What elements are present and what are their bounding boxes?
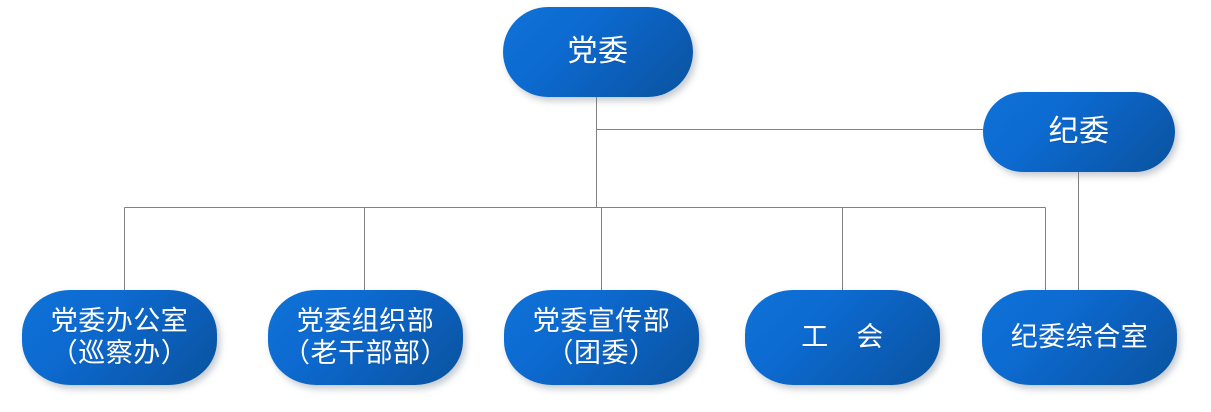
node-label-line2: （巡察办） bbox=[50, 337, 189, 368]
node-label-line1: 党委组织部 bbox=[296, 306, 435, 337]
node-label-line1: 党委宣传部 bbox=[532, 306, 671, 337]
node-label-line2: （团委） bbox=[546, 337, 657, 368]
node-label: 纪委 bbox=[1048, 114, 1110, 148]
node-organization-dept[interactable]: 党委组织部 （老干部部） bbox=[268, 290, 463, 385]
node-propaganda-dept[interactable]: 党委宣传部 （团委） bbox=[504, 290, 699, 385]
node-labor-union[interactable]: 工 会 bbox=[745, 290, 940, 385]
node-party-committee[interactable]: 党委 bbox=[503, 7, 693, 97]
node-discipline-committee[interactable]: 纪委 bbox=[983, 92, 1175, 172]
node-party-office[interactable]: 党委办公室 （巡察办） bbox=[22, 290, 217, 385]
node-label-line1: 党委办公室 bbox=[50, 306, 189, 337]
node-label: 党委 bbox=[567, 34, 629, 68]
node-label-line1: 工 会 bbox=[801, 321, 884, 352]
node-label-line1: 纪委综合室 bbox=[1010, 321, 1149, 352]
node-discipline-office[interactable]: 纪委综合室 bbox=[982, 290, 1177, 385]
node-label-line2: （老干部部） bbox=[283, 337, 448, 368]
